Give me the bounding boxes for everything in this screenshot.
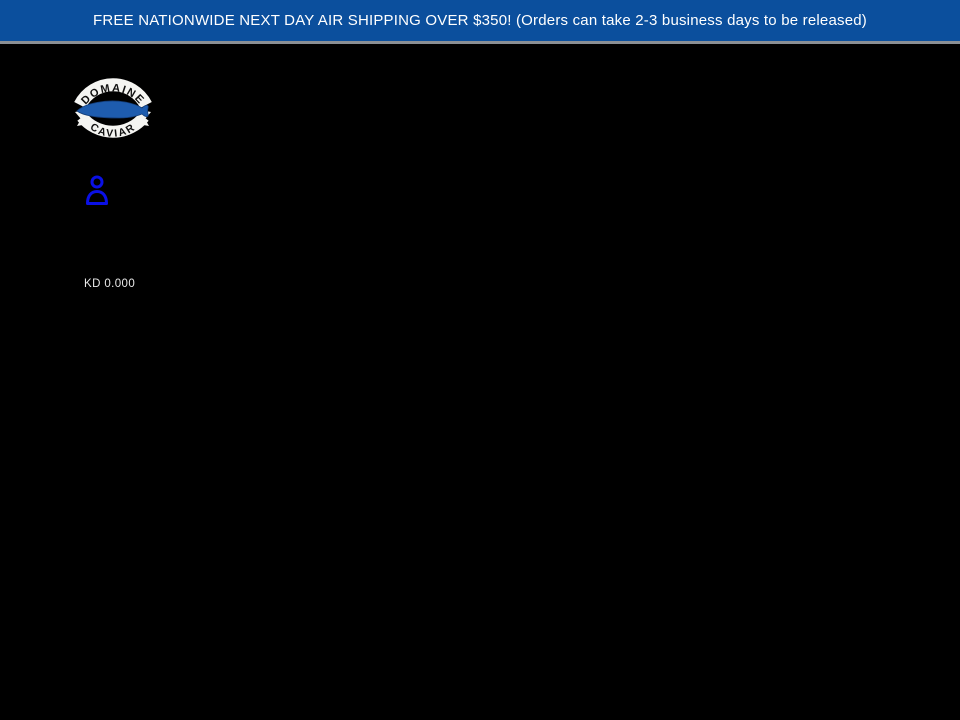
logo-top-ribbon [74, 78, 152, 109]
cart-total-link[interactable]: KD 0.000 [84, 278, 135, 294]
logo-word-caviar: CAVIAR [88, 121, 138, 140]
announcement-bar: FREE NATIONWIDE NEXT DAY AIR SHIPPING OV… [0, 0, 960, 44]
account-button[interactable] [83, 173, 111, 207]
store-logo[interactable]: DOMAINE CAVIAR [73, 75, 153, 141]
person-icon [86, 175, 108, 205]
domaine-caviar-logo-graphic: DOMAINE CAVIAR [74, 78, 152, 140]
cart-total: KD 0.000 [84, 278, 136, 290]
announcement-text: FREE NATIONWIDE NEXT DAY AIR SHIPPING OV… [93, 12, 867, 29]
site-header: DOMAINE CAVIAR KD 0.000 [0, 47, 960, 720]
sturgeon-fish-icon [76, 100, 149, 119]
logo-bottom-ribbon [77, 112, 149, 138]
